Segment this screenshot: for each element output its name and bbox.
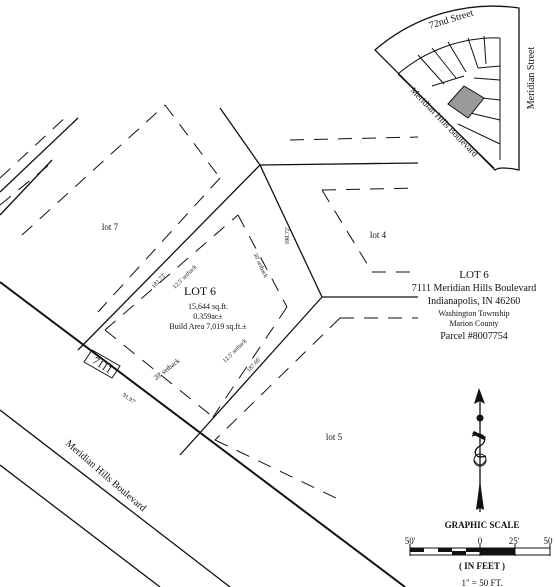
info-parcel: Parcel #8007754 <box>440 331 508 342</box>
info-township: Washington Township <box>438 309 509 318</box>
scale-tick-50-left: 50' <box>405 536 416 546</box>
setback-side-right: 12.5' setback <box>222 338 248 364</box>
inset-label-meridian: Meridian Street <box>526 47 537 110</box>
info-lot: LOT 6 <box>459 269 489 281</box>
lot4-label: lot 4 <box>370 230 387 240</box>
dim-rear: 100.72' <box>285 227 292 245</box>
north-arrow-icon <box>471 388 487 512</box>
subject-build-area: Build Area 7,019 sq.ft.± <box>169 322 247 331</box>
info-county: Marion County <box>449 319 498 328</box>
scale-ratio: 1" = 50 FT. <box>461 578 502 587</box>
inset-subject-lot <box>447 85 485 119</box>
scale-units: ( IN FEET ) <box>459 561 505 571</box>
dim-left: 182.73' <box>151 273 167 290</box>
street-label-boulevard: Meridian Hills Boulevard <box>63 438 148 514</box>
subject-area-sqft: 15,644 sq.ft. <box>188 302 228 311</box>
scale-tick-0: 0 <box>478 536 483 546</box>
info-city: Indianapolis, IN 46260 <box>428 296 521 307</box>
boulevard-lines <box>0 281 406 587</box>
house-number-marker: 7111 <box>83 349 121 379</box>
subject-lot-text: LOT 6 15,644 sq.ft. 0.359ac± Build Area … <box>169 284 247 331</box>
info-address: 7111 Meridian Hills Boulevard <box>412 283 537 294</box>
setback-lines <box>0 104 419 501</box>
setback-front: 20' setback <box>152 356 182 382</box>
scale-tick-50-right: 50 <box>544 536 554 546</box>
setback-rear: 30' setback <box>252 252 269 279</box>
lot-lines <box>0 107 419 456</box>
scale-tick-25: 25' <box>509 536 520 546</box>
house-number: 7111 <box>90 355 114 377</box>
lot7-label: lot 7 <box>102 222 119 232</box>
info-block: LOT 6 7111 Meridian Hills Boulevard Indi… <box>412 269 537 342</box>
subject-lot-name: LOT 6 <box>184 284 216 298</box>
scale-title: GRAPHIC SCALE <box>445 520 520 530</box>
subject-area-acres: 0.359ac± <box>193 312 223 321</box>
dim-front: 91.97' <box>121 392 136 405</box>
location-inset: 72nd Street Meridian Street Meridian Hil… <box>374 5 537 171</box>
lot5-label: lot 5 <box>326 432 343 442</box>
graphic-scale: GRAPHIC SCALE 50' 0 25' 50 ( IN FEET ) 1… <box>405 520 553 587</box>
